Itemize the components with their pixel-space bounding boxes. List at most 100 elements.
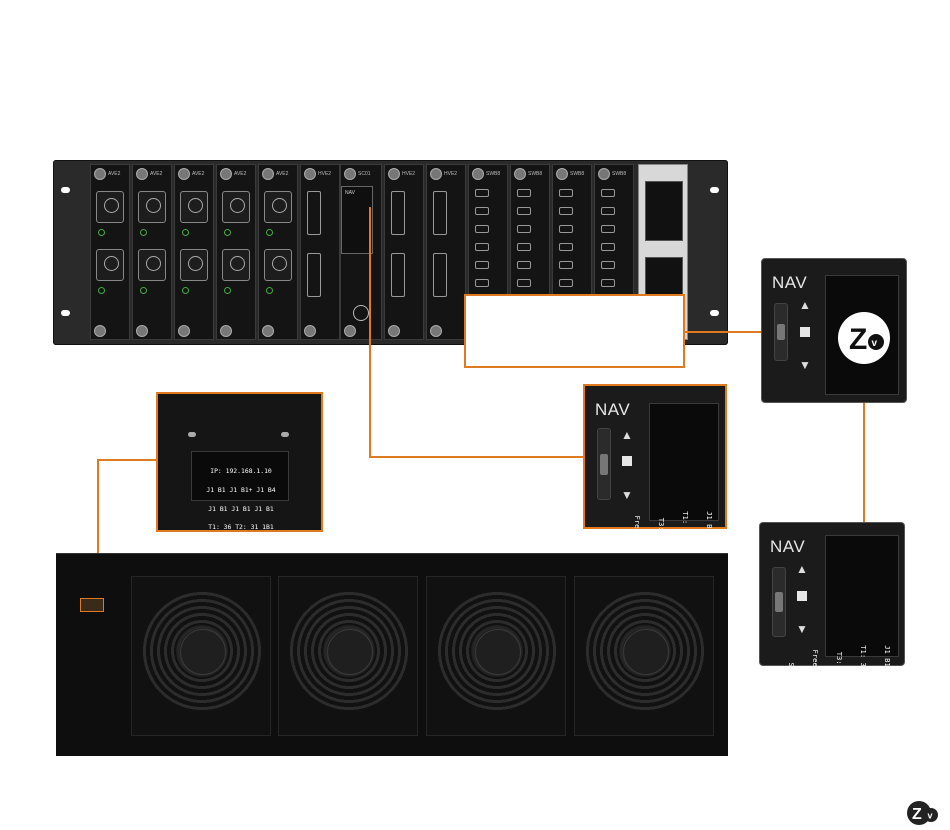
thumbscrew-icon <box>220 168 232 180</box>
thumbscrew-icon <box>136 325 148 337</box>
port-icon <box>517 243 531 251</box>
port-icon <box>475 261 489 269</box>
port-icon <box>222 249 250 281</box>
port-icon <box>517 189 531 197</box>
select-button-icon[interactable] <box>797 591 807 601</box>
thumbscrew-icon <box>178 325 190 337</box>
nav-zoom-panel-logo: NAV ▲ ▼ Z v <box>761 258 907 403</box>
card-hve2: HVE2 <box>384 164 424 340</box>
led-icon <box>224 229 231 236</box>
display-screen: IP: 192.168.1.10 J1 B1 J1 B1+ J1 B4 J1 B… <box>787 535 940 721</box>
port-icon <box>180 249 208 281</box>
port-icon <box>559 279 573 287</box>
card-ave2: AVE2 <box>174 164 214 340</box>
port-icon <box>138 191 166 223</box>
nav-label: NAV <box>772 273 808 292</box>
screw-hole-icon <box>188 432 196 437</box>
nav-label: NAV <box>770 537 806 556</box>
scroll-wheel[interactable] <box>597 428 611 500</box>
rack-ear-hole <box>61 310 70 316</box>
port-icon <box>138 249 166 281</box>
rear-display-screen: IP: 192.168.1.10 J1 B1 J1 B1+ J1 B4 J1 B… <box>191 451 289 586</box>
port-icon <box>559 189 573 197</box>
hdmi-port-icon <box>433 191 447 235</box>
card-ave2: AVE2 <box>132 164 172 340</box>
nav-label-small: NAV <box>345 190 355 196</box>
port-icon <box>475 225 489 233</box>
scroll-wheel[interactable] <box>774 303 788 361</box>
display-line: J1 B1 J1 B1 J1 B1 <box>208 504 274 513</box>
rack-ear-hole <box>61 187 70 193</box>
card-ave2: AVE2 <box>258 164 298 340</box>
port-icon <box>559 225 573 233</box>
up-arrow-icon[interactable]: ▲ <box>796 562 808 576</box>
card-hve2: HVE2 <box>426 164 466 340</box>
up-arrow-icon[interactable]: ▲ <box>799 298 811 312</box>
down-arrow-icon[interactable]: ▼ <box>621 488 633 502</box>
hdmi-port-icon <box>307 253 321 297</box>
up-arrow-icon[interactable]: ▲ <box>621 428 633 442</box>
thumbscrew-icon <box>430 325 442 337</box>
card-label: SWB8 <box>570 171 585 177</box>
thumbscrew-icon <box>344 325 356 337</box>
card-ave2: AVE2 <box>216 164 256 340</box>
display-line: IP: 192.168.1.10 <box>210 467 272 476</box>
thumbscrew-icon <box>556 168 568 180</box>
down-arrow-icon[interactable]: ▼ <box>799 358 811 372</box>
card-label: AVE2 <box>150 171 163 177</box>
rack-ear-hole <box>710 187 719 193</box>
thumbscrew-icon <box>472 168 484 180</box>
port-icon <box>96 249 124 281</box>
card-label: AVE2 <box>276 171 289 177</box>
display-screen: IP: 192.168.1.10 J1 B1 J1 B1+ J1 B4 J1 B… <box>609 403 762 587</box>
select-button-icon[interactable] <box>800 327 810 337</box>
led-icon <box>224 287 231 294</box>
port-icon <box>264 249 292 281</box>
scroll-wheel[interactable] <box>772 567 786 637</box>
display-line: IP: 192.168.1.10 <box>931 647 940 717</box>
display-line: T3: 40 DAC: 59 <box>214 541 268 550</box>
rack-ear-hole <box>710 310 719 316</box>
display-line: T1: 36 T2: 31 1B1 <box>208 523 274 532</box>
card-label: AVE2 <box>108 171 121 177</box>
thumbscrew-icon <box>430 168 442 180</box>
display-line: J1 B1 J1 B1+ J1 B4 <box>729 509 738 587</box>
display-line: J1 B1 J1 B1+ J1 B4 <box>206 486 276 495</box>
port-icon <box>222 191 250 223</box>
rear-display-zoom: IP: 192.168.1.10 J1 B1 J1 B1+ J1 B4 J1 B… <box>156 392 323 586</box>
thumbscrew-icon <box>262 168 274 180</box>
port-icon <box>601 243 615 251</box>
port-icon <box>264 191 292 223</box>
fan-hub-icon <box>327 629 373 675</box>
port-icon <box>517 279 531 287</box>
thumbscrew-icon <box>514 168 526 180</box>
thumbscrew-icon <box>94 168 106 180</box>
hdmi-port-icon <box>391 253 405 297</box>
thumbscrew-icon <box>344 168 356 180</box>
callout-line-front-panel <box>369 207 583 458</box>
thumbscrew-icon <box>304 168 316 180</box>
rf-connector-icon <box>353 305 369 321</box>
thumbscrew-icon <box>304 325 316 337</box>
fan-hub-icon <box>623 629 669 675</box>
card-label: HVE2 <box>444 171 458 177</box>
display-line: FreeMem: 991804 <box>811 649 820 715</box>
led-icon <box>182 229 189 236</box>
zv-logo-icon: Z v <box>907 801 938 825</box>
screw-hole-icon <box>281 432 289 437</box>
zv-logo-icon: Z v <box>838 312 890 364</box>
led-icon <box>266 229 273 236</box>
card-hve2: HVE2 <box>300 164 340 340</box>
port-icon <box>475 279 489 287</box>
down-arrow-icon[interactable]: ▼ <box>796 622 808 636</box>
hdmi-port-icon <box>433 253 447 297</box>
svg-text:v: v <box>872 338 878 349</box>
thumbscrew-icon <box>262 325 274 337</box>
select-button-icon[interactable] <box>622 456 632 466</box>
led-icon <box>182 287 189 294</box>
fan-bay <box>574 576 714 736</box>
port-icon <box>517 207 531 215</box>
svg-text:v: v <box>928 811 933 821</box>
psu-vent-icon <box>645 181 683 241</box>
port-icon <box>559 207 573 215</box>
